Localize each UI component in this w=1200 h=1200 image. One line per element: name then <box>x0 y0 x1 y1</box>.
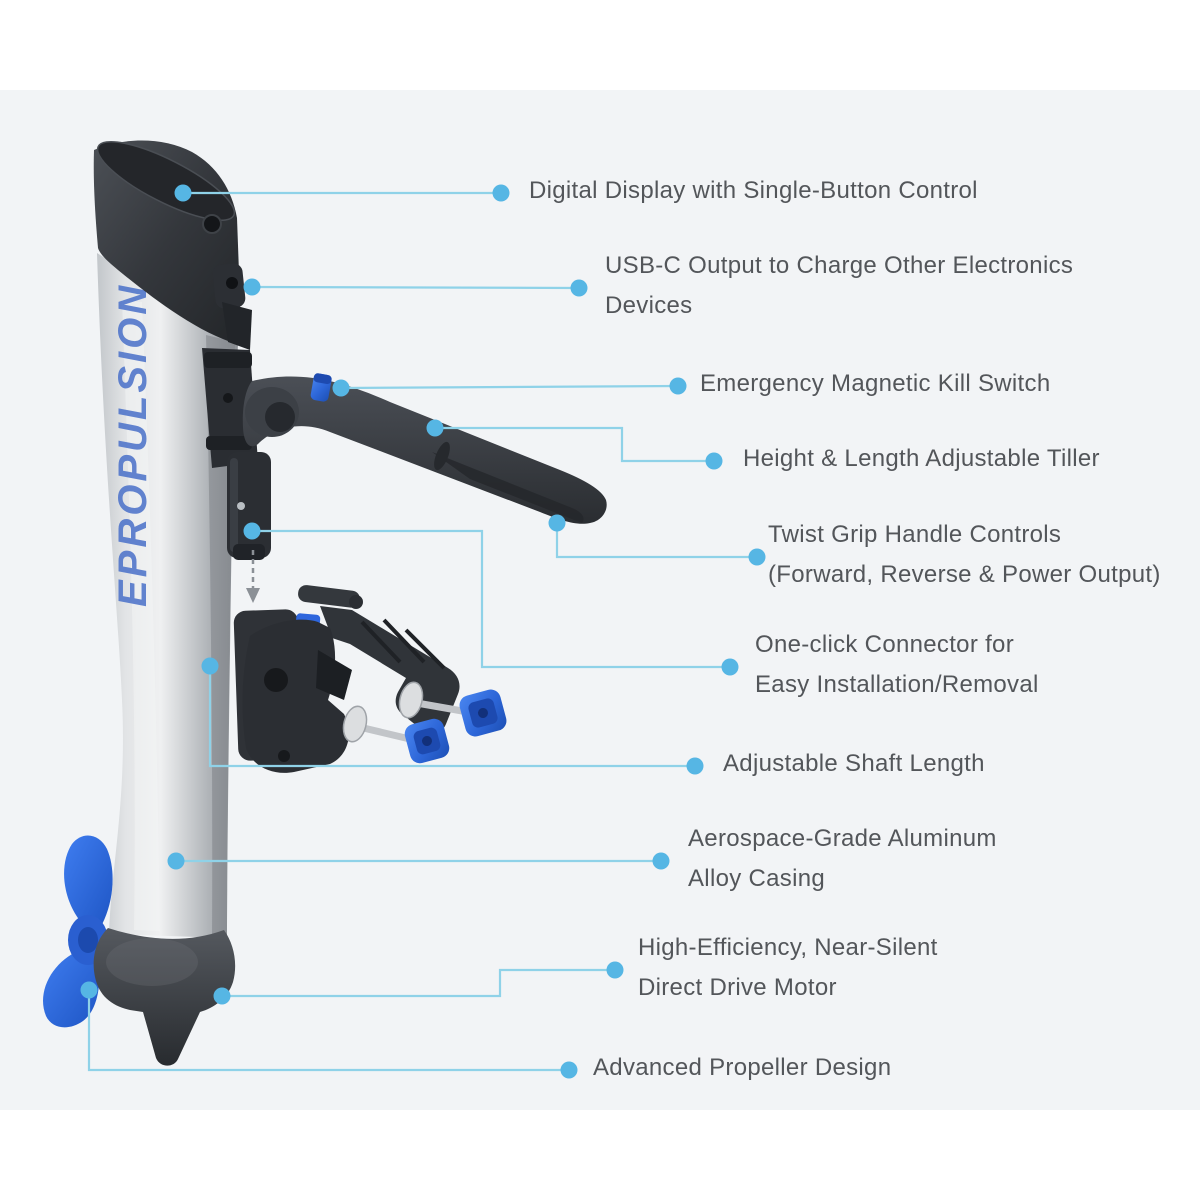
callout-label-digital-display: Digital Display with Single-Button Contr… <box>529 177 978 204</box>
anchor-dot-adjustable-shaft <box>201 657 219 675</box>
leader-line-adjustable-tiller <box>435 426 714 463</box>
tiller-elbow-hub <box>265 402 295 432</box>
label-dot-digital-display <box>492 184 510 202</box>
callout-label-adjustable-shaft: Adjustable Shaft Length <box>723 750 985 777</box>
brand-text: EPROPULSION <box>111 283 155 607</box>
callout-label-usb-c-output: USB-C Output to Charge Other Electronics… <box>605 252 1074 319</box>
propeller-blade-upper <box>64 835 113 930</box>
label-dot-propeller-design <box>560 1061 578 1079</box>
anchor-dot-usb-c-output <box>243 278 261 296</box>
label-dot-one-click-connector <box>721 658 739 676</box>
one-click-connector-block <box>227 452 271 560</box>
usb-c-port <box>212 263 252 350</box>
clamp-knob <box>404 718 450 764</box>
callout-label-twist-grip: Twist Grip Handle Controls(Forward, Reve… <box>768 521 1161 588</box>
clamp-pad <box>398 681 424 719</box>
propeller-blade-lower <box>43 950 100 1028</box>
leader-line-usb-c-output <box>251 285 580 290</box>
callout-label-adjustable-tiller: Height & Length Adjustable Tiller <box>743 445 1100 472</box>
transom-clamp <box>233 585 507 773</box>
clamp-pad <box>342 705 368 743</box>
label-dot-kill-switch <box>669 377 687 395</box>
anchor-dot-one-click-connector <box>243 522 261 540</box>
single-button <box>202 214 222 234</box>
leader-line-adjustable-shaft <box>208 666 695 768</box>
leader-line-twist-grip <box>555 523 757 559</box>
digital-display-face <box>96 140 236 222</box>
anchor-dot-twist-grip <box>548 514 566 532</box>
anchor-dot-adjustable-tiller <box>426 419 444 437</box>
clamp-knob <box>459 689 507 737</box>
clamp-front-jaw <box>242 619 349 773</box>
label-dot-twist-grip <box>748 548 766 566</box>
label-dot-adjustable-shaft <box>686 757 704 775</box>
clamp-lever <box>298 585 360 608</box>
anchor-dot-digital-display <box>174 184 192 202</box>
motor-pod-highlight <box>106 938 198 986</box>
label-dot-aluminum-casing <box>652 852 670 870</box>
leader-line-direct-drive-motor <box>222 968 615 998</box>
leader-line-one-click-connector <box>252 529 730 669</box>
callout-layer <box>80 184 766 1079</box>
label-dot-adjustable-tiller <box>705 452 723 470</box>
height-adjust-arrow <box>246 550 260 603</box>
twist-grip-band <box>432 452 584 523</box>
anchor-dot-direct-drive-motor <box>213 987 231 1005</box>
leader-line-kill-switch <box>340 384 679 390</box>
kill-switch <box>310 373 332 402</box>
callout-label-propeller-design: Advanced Propeller Design <box>593 1054 892 1081</box>
leader-line-propeller-design <box>87 990 569 1072</box>
anchor-dot-aluminum-casing <box>167 852 185 870</box>
label-dot-direct-drive-motor <box>606 961 624 979</box>
propeller <box>43 835 113 1028</box>
motor-pod <box>93 928 236 1066</box>
tube-highlight <box>122 300 160 931</box>
callout-label-kill-switch: Emergency Magnetic Kill Switch <box>700 370 1051 397</box>
label-dot-usb-c-output <box>570 279 588 297</box>
anchor-dot-kill-switch <box>332 379 350 397</box>
grip-seam <box>434 441 450 471</box>
product-illustration: EPROPULSION <box>43 140 607 1066</box>
anchor-dot-propeller-design <box>80 981 98 999</box>
